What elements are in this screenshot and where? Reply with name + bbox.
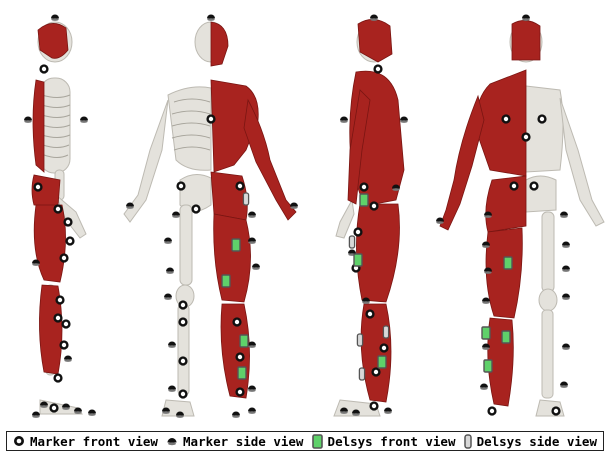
musculoskeletal-figure [0, 0, 608, 430]
legend-item-marker-front: Marker front view [13, 434, 158, 449]
legend-label-marker-side: Marker side view [183, 434, 303, 449]
body-figure-front [124, 15, 298, 418]
legend-item-delsys-front: Delsys front view [312, 434, 456, 449]
marker-front-icon [13, 435, 25, 447]
body-figure-back [436, 15, 604, 417]
legend-label-delsys-side: Delsys side view [477, 434, 597, 449]
delsys-front-icon [312, 434, 323, 449]
marker-side-icon [166, 435, 178, 447]
muscles-front [211, 22, 296, 398]
delsys-side-icon [464, 434, 472, 449]
markers-front [126, 15, 298, 418]
legend-item-marker-side: Marker side view [166, 434, 303, 449]
legend: Marker front view Marker side view Delsy… [6, 431, 604, 451]
legend-label-marker-front: Marker front view [30, 434, 158, 449]
body-figure-side-right [334, 15, 408, 417]
muscles-side-right [348, 19, 404, 402]
legend-item-delsys-side: Delsys side view [464, 434, 597, 449]
legend-label-delsys-front: Delsys front view [328, 434, 456, 449]
body-figure-side-left [24, 15, 96, 418]
